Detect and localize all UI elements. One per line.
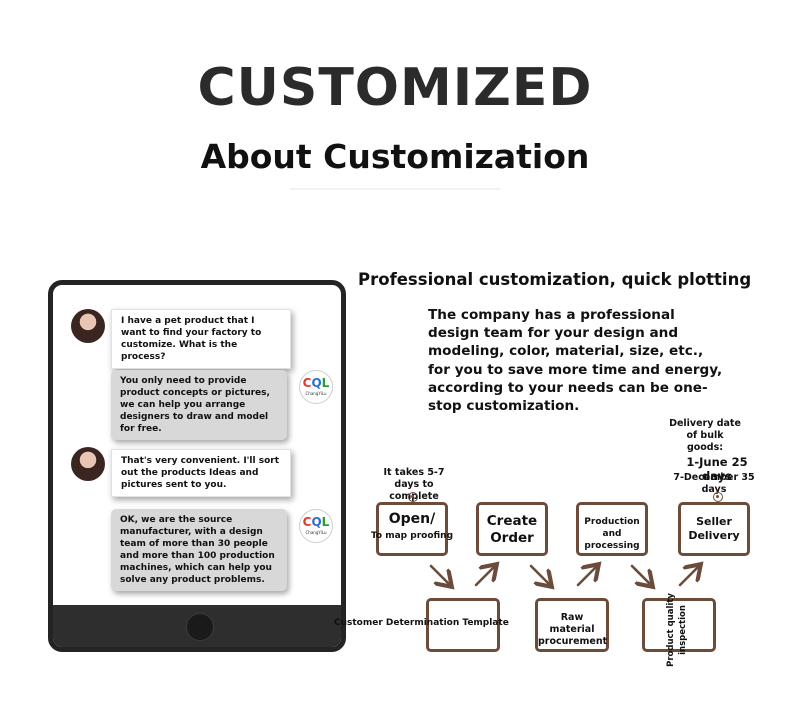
arrow-down-right — [630, 564, 651, 585]
brand-logo-subtext: ChangYiLu — [305, 530, 327, 535]
step-quality-inspection — [642, 598, 716, 652]
chat-bubble-customer: I have a pet product that I want to find… — [111, 309, 291, 369]
home-button-icon — [186, 613, 214, 641]
step-title: Create Order — [486, 513, 538, 546]
step-title: Customer Determination Template — [334, 618, 509, 628]
arrow-up-right — [678, 566, 699, 587]
intro-title: Professional customization, quick plotti… — [358, 270, 752, 289]
step-seller-delivery: Seller Delivery — [678, 502, 750, 556]
tablet-frame: I have a pet product that I want to find… — [48, 280, 346, 652]
subheadline-divider — [290, 188, 500, 190]
customer-avatar — [71, 309, 105, 343]
brand-logo-mark: CQL — [302, 376, 330, 390]
chat-bubble-customer: That's very convenient. I'll sort out th… — [111, 449, 291, 497]
arrow-down-right — [429, 564, 450, 585]
step-title: Raw material procurement — [538, 612, 608, 647]
brand-logo-subtext: ChangYiLu — [305, 391, 327, 396]
delivery-date-line1: 1-June 25 days — [686, 455, 748, 483]
chat-bubble-factory: OK, we are the source manufacturer, with… — [111, 509, 287, 591]
chat-bubble-factory: You only need to provide product concept… — [111, 370, 287, 440]
step-open-proofing: Open/ — [376, 502, 448, 556]
arrow-up-right — [576, 566, 597, 587]
step-title: Production and processing — [584, 517, 640, 551]
page-subheadline: About Customization — [200, 137, 590, 176]
brand-logo-avatar: CQL ChangYiLu — [299, 509, 333, 543]
delivery-date-line2: 7-December 35 days — [673, 472, 755, 495]
step-create-order: Create Order — [476, 502, 548, 556]
target-icon — [408, 492, 418, 502]
intro-description: The company has a professional design te… — [428, 307, 723, 415]
step-subtitle: To map proofing — [370, 531, 454, 541]
arrow-down-right — [529, 564, 550, 585]
brand-logo-mark: CQL — [302, 515, 330, 529]
brand-logo-avatar: CQL ChangYiLu — [299, 370, 333, 404]
arrow-up-right — [474, 566, 495, 587]
step-raw-material: Raw material procurement — [535, 598, 609, 652]
tablet-bottom-bezel — [53, 605, 341, 647]
step-customer-template — [426, 598, 500, 652]
delivery-date-heading: Delivery date of bulk goods: — [669, 418, 741, 453]
page-headline: CUSTOMIZED — [197, 58, 593, 118]
target-icon — [713, 492, 723, 502]
customer-avatar — [71, 447, 105, 481]
step-production: Production and processing — [576, 502, 648, 556]
step-title: Seller Delivery — [688, 515, 740, 542]
step-title: Open/ — [388, 511, 436, 527]
